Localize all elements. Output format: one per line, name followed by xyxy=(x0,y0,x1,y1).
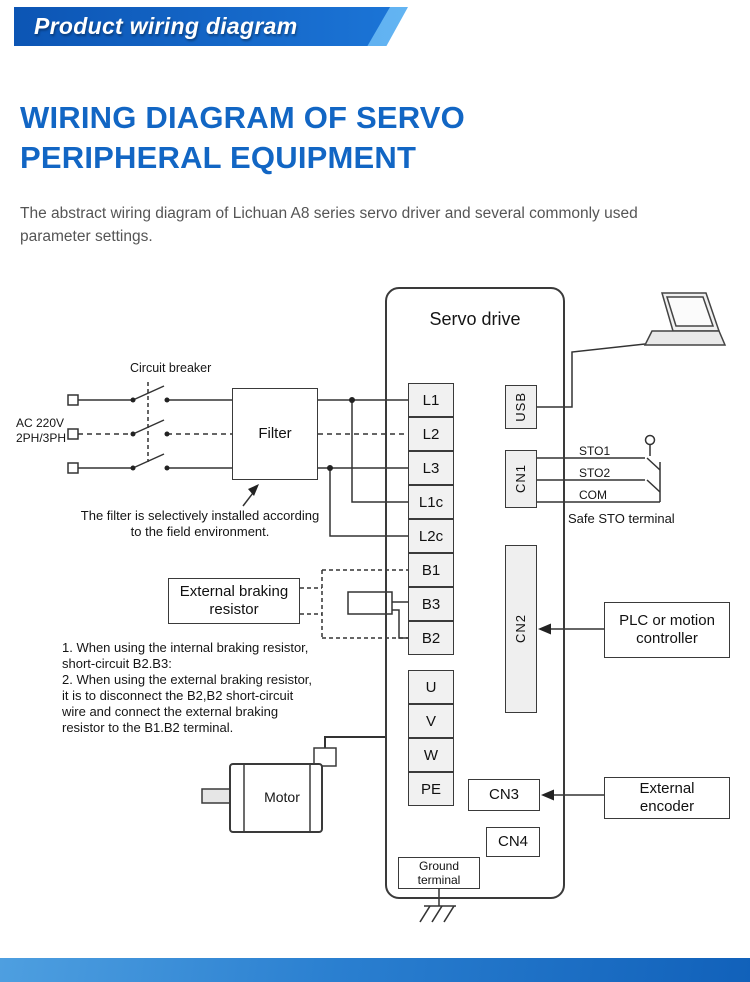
bottom-bar xyxy=(0,958,750,982)
servo-drive-label: Servo drive xyxy=(429,309,521,329)
intro-paragraph: The abstract wiring diagram of Lichuan A… xyxy=(20,205,638,246)
banner-title: Product wiring diagram xyxy=(34,13,298,39)
motor-icon xyxy=(201,747,337,833)
page-title-line1: WIRING DIAGRAM OF SERVO xyxy=(20,100,465,135)
arrowhead-cn3 xyxy=(541,789,554,801)
sto1-label: STO1 xyxy=(579,444,611,458)
terminal-l2c: L2c xyxy=(408,519,454,553)
terminal-u: U xyxy=(408,670,454,704)
page-title: WIRING DIAGRAM OF SERVO PERIPHERAL EQUIP… xyxy=(20,98,465,179)
cn2-connector: CN2 xyxy=(505,545,537,713)
junction-dots xyxy=(130,397,554,801)
terminal-l1: L1 xyxy=(408,383,454,417)
cn1-connector: CN1 xyxy=(505,450,537,508)
filter-box: Filter xyxy=(232,388,318,480)
terminal-pe: PE xyxy=(408,772,454,806)
servo-drive-box xyxy=(385,287,565,899)
circuit-breaker-label: Circuit breaker xyxy=(130,361,212,375)
ac-input-connectors xyxy=(67,394,79,474)
terminal-b1: B1 xyxy=(408,553,454,587)
ac-input-label-2: 2PH/3PH xyxy=(16,431,67,445)
page-title-line2: PERIPHERAL EQUIPMENT xyxy=(20,140,417,176)
safe-sto-label: Safe STO terminal xyxy=(568,511,675,526)
laptop-icon xyxy=(643,292,727,346)
usb-connector: USB xyxy=(505,385,537,429)
wires xyxy=(78,343,660,906)
sto2-label: STO2 xyxy=(579,466,611,480)
com-label: COM xyxy=(579,488,607,502)
cn3-connector: CN3 xyxy=(468,779,540,811)
ground-symbol-icon xyxy=(419,905,456,923)
motor-label: Motor xyxy=(264,789,300,805)
filter-note: The filter is selectively installed acco… xyxy=(80,508,320,539)
arrowhead-filter-note xyxy=(248,484,259,496)
terminal-v: V xyxy=(408,704,454,738)
terminal-l1c: L1c xyxy=(408,485,454,519)
braking-resistor-box: External braking resistor xyxy=(168,578,300,624)
resistor-dashed-wires xyxy=(300,569,408,639)
sto-switch-icon xyxy=(644,434,661,502)
plc-box: PLC or motion controller xyxy=(604,602,730,658)
terminal-b2: B2 xyxy=(408,621,454,655)
terminal-b3: B3 xyxy=(408,587,454,621)
terminal-w: W xyxy=(408,738,454,772)
top-banner xyxy=(14,7,390,46)
arrowhead-cn2 xyxy=(538,623,551,635)
jumper-block xyxy=(347,591,393,615)
cn4-connector: CN4 xyxy=(486,827,540,857)
terminal-l2: L2 xyxy=(408,417,454,451)
ground-terminal-box: Ground terminal xyxy=(398,857,480,889)
ac-input-label-1: AC 220V xyxy=(16,416,65,430)
braking-notes: 1. When using the internal braking resis… xyxy=(62,640,313,735)
encoder-box: External encoder xyxy=(604,777,730,819)
terminal-l3: L3 xyxy=(408,451,454,485)
